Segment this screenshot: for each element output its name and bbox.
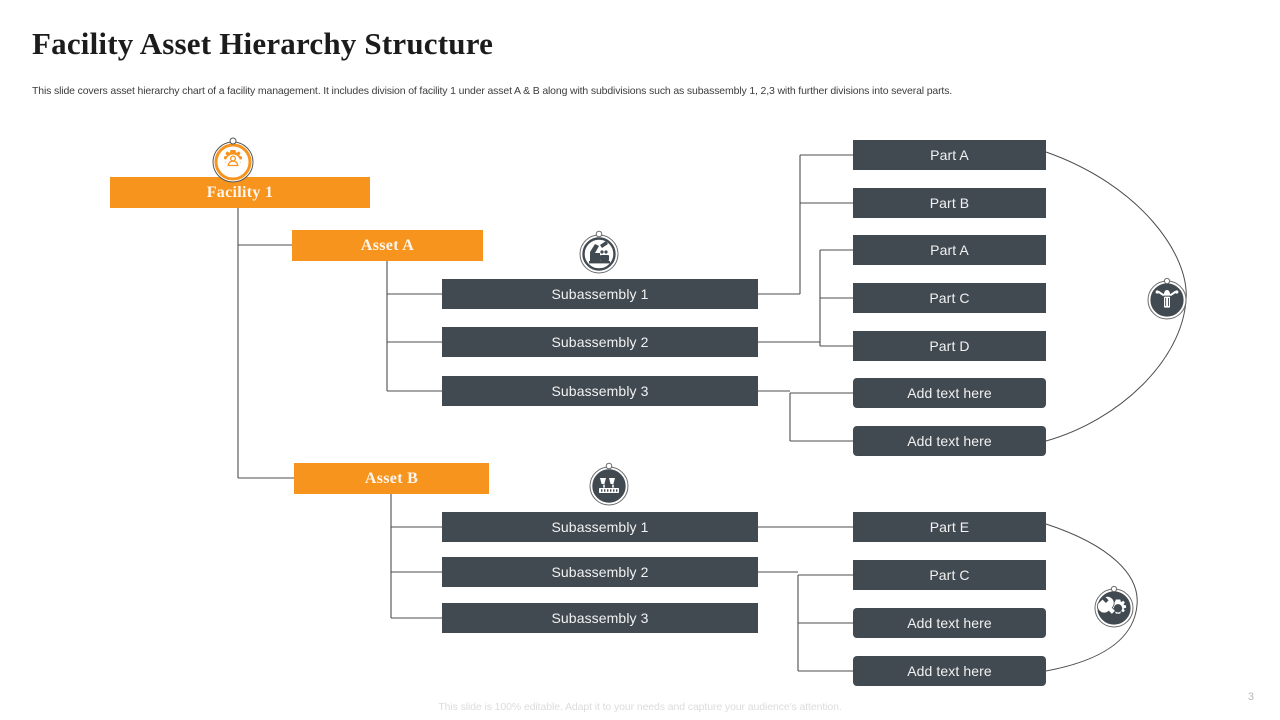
machinery-icon: [1144, 274, 1190, 322]
node-asset-b[interactable]: Asset B: [294, 463, 489, 494]
node-facility-1[interactable]: Facility 1: [110, 177, 370, 208]
node-add-text-here-2[interactable]: Add text here: [853, 426, 1046, 456]
node-label: Subassembly 3: [551, 383, 649, 399]
node-add-text-here-4[interactable]: Add text here: [853, 656, 1046, 686]
node-part-a-1[interactable]: Part A: [853, 140, 1046, 170]
node-label: Subassembly 3: [551, 610, 649, 626]
node-part-c-2[interactable]: Part C: [853, 560, 1046, 590]
node-add-text-here-1[interactable]: Add text here: [853, 378, 1046, 408]
node-part-d[interactable]: Part D: [853, 331, 1046, 361]
node-part-a-2[interactable]: Part A: [853, 235, 1046, 265]
node-asset-b-subassembly-2[interactable]: Subassembly 2: [442, 557, 758, 587]
robotic-arm-icon: [576, 226, 622, 276]
node-label: Add text here: [907, 615, 992, 631]
node-asset-b-subassembly-1[interactable]: Subassembly 1: [442, 512, 758, 542]
node-label: Add text here: [907, 663, 992, 679]
node-label: Asset A: [360, 236, 415, 254]
node-label: Part D: [929, 338, 970, 354]
page-subtitle: This slide covers asset hierarchy chart …: [32, 85, 953, 97]
node-part-e[interactable]: Part E: [853, 512, 1046, 542]
node-label: Part B: [929, 195, 970, 211]
gear-person-icon: [208, 134, 258, 184]
node-asset-a[interactable]: Asset A: [292, 230, 483, 261]
node-label: Subassembly 1: [551, 286, 649, 302]
node-asset-a-subassembly-1[interactable]: Subassembly 1: [442, 279, 758, 309]
node-part-c-1[interactable]: Part C: [853, 283, 1046, 313]
node-asset-a-subassembly-2[interactable]: Subassembly 2: [442, 327, 758, 357]
node-label: Part A: [930, 147, 969, 163]
node-label: Part C: [929, 567, 970, 583]
node-label: Subassembly 2: [551, 334, 649, 350]
node-asset-b-subassembly-3[interactable]: Subassembly 3: [442, 603, 758, 633]
node-label: Asset B: [364, 469, 419, 487]
node-part-b[interactable]: Part B: [853, 188, 1046, 218]
node-label: Subassembly 1: [551, 519, 649, 535]
gear-wrench-icon: [1091, 582, 1137, 630]
factory-icon: [586, 458, 632, 508]
node-label: Add text here: [907, 433, 992, 449]
node-label: Part A: [930, 242, 969, 258]
page-title: Facility Asset Hierarchy Structure: [32, 26, 494, 61]
node-label: Part C: [929, 290, 970, 306]
footer-note: This slide is 100% editable. Adapt it to…: [438, 701, 842, 713]
node-add-text-here-3[interactable]: Add text here: [853, 608, 1046, 638]
node-label: Facility 1: [206, 183, 274, 201]
node-asset-a-subassembly-3[interactable]: Subassembly 3: [442, 376, 758, 406]
node-label: Add text here: [907, 385, 992, 401]
node-label: Subassembly 2: [551, 564, 649, 580]
node-label: Part E: [929, 519, 970, 535]
page-number: 3: [1247, 691, 1254, 703]
